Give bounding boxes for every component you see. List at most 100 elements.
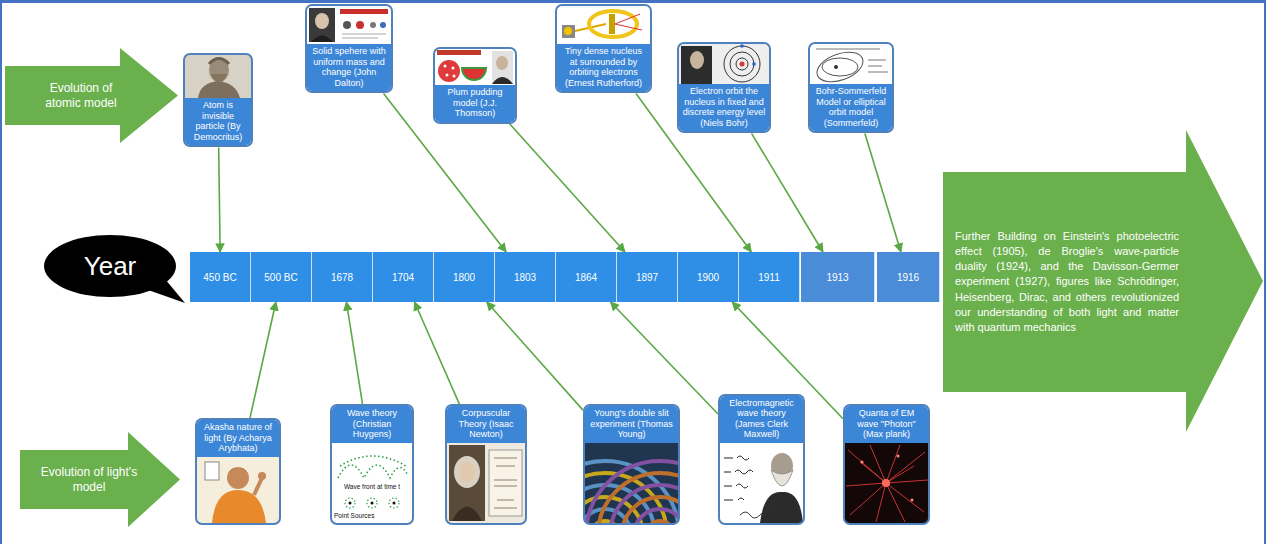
- illustration-part: [452, 507, 482, 522]
- illustration-part: [254, 478, 262, 495]
- node-text: Atom is invisible particle (By Democritu…: [188, 100, 248, 142]
- node-text: 1913: [826, 272, 848, 283]
- illustration-part: [345, 498, 355, 508]
- year-cell: 1678: [312, 252, 373, 302]
- illustration-part: [740, 511, 770, 518]
- illustration-part: [724, 456, 753, 500]
- illustration-part: [197, 457, 279, 523]
- illustration-part: [846, 445, 928, 522]
- illustration-part: [564, 27, 572, 35]
- illustration-part: [868, 60, 888, 72]
- node-text: Akasha nature of light (By Acharya Arybh…: [200, 422, 276, 454]
- illustration-part: [760, 492, 803, 523]
- illustration-part: [681, 46, 712, 84]
- illustration-part: [311, 36, 333, 43]
- card-image-space: [447, 443, 525, 523]
- year-cell: 1911: [739, 252, 800, 302]
- year-cell: 1704: [373, 252, 434, 302]
- figure-label: Point Sources: [334, 512, 394, 519]
- illustration-part: [340, 456, 406, 466]
- illustration-part: [771, 470, 793, 486]
- model-card: Tiny dense nucleus at surrounded by orbi…: [555, 4, 652, 93]
- year-cell: 1864: [556, 252, 617, 302]
- illustration-part: [489, 450, 522, 516]
- year-bubble: Year: [42, 233, 188, 305]
- illustration-part: [834, 65, 838, 69]
- illustration-part: [342, 34, 386, 38]
- node-text: Quanta of EM wave "Photon" (Max plank): [848, 408, 925, 440]
- illustration-part: [557, 6, 650, 44]
- card-image-space: [557, 6, 650, 44]
- illustration-part: [209, 58, 229, 82]
- illustration-part: [380, 22, 386, 28]
- illustration-part: [444, 65, 447, 68]
- newton-portrait: [447, 443, 525, 523]
- illustration-part: [258, 472, 266, 480]
- illustration-part: [589, 11, 637, 37]
- text-holder: 1913: [826, 272, 848, 283]
- node-text: Electromagnetic wave theory (James Clerk…: [723, 398, 800, 440]
- connector-arrow: [752, 133, 823, 252]
- text-holder: Tiny dense nucleus at surrounded by orbi…: [557, 44, 650, 91]
- node-text: 1704: [392, 272, 414, 283]
- card-image-space: [435, 49, 515, 85]
- illustration-part: [453, 75, 456, 78]
- node-text: 1916: [897, 272, 919, 283]
- node-text: Wave theory (Christian Huygens): [335, 408, 409, 440]
- year-cell: 1800: [434, 252, 495, 302]
- illustration-part: [610, 485, 678, 523]
- illustration-part: [349, 502, 352, 505]
- illustration-part: [846, 445, 928, 522]
- text-holder: 1911: [758, 272, 780, 283]
- illustration-part: [437, 50, 481, 55]
- connector-arrow: [414, 302, 459, 404]
- illustration-part: [615, 14, 642, 30]
- card-image-space: [197, 457, 279, 523]
- illustration-part: [720, 443, 803, 523]
- illustration-part: [449, 445, 485, 521]
- year-cell: 1913: [801, 252, 875, 302]
- connector-arrow: [865, 133, 901, 252]
- text-holder: Further Building on Einstein's photoelec…: [955, 229, 1179, 335]
- illustration-part: [338, 465, 408, 478]
- young-interference: [585, 443, 678, 523]
- illustration-part: [911, 499, 914, 502]
- text-holder: 1916: [897, 272, 919, 283]
- illustration-part: [813, 47, 867, 88]
- bubble-body: [44, 235, 176, 297]
- model-card: Quanta of EM wave "Photon" (Max plank): [843, 404, 930, 525]
- illustration-part: [309, 8, 335, 42]
- illustration-part: [622, 497, 678, 523]
- text-holder: 1704: [392, 272, 414, 283]
- text-holder: Atom is invisible particle (By Democritu…: [185, 98, 251, 145]
- model-card: Wave theory (Christian Huygens): [330, 404, 414, 525]
- connector-arrow: [250, 302, 276, 418]
- connector-arrow: [510, 124, 625, 252]
- arrow-fill: [20, 432, 180, 527]
- illustration-part: [646, 521, 674, 523]
- year-cell: 1916: [877, 252, 940, 302]
- card-image-space: [585, 443, 678, 523]
- connector-arrow: [219, 147, 220, 252]
- illustration-part: [822, 58, 858, 76]
- illustration-part: [367, 498, 377, 508]
- model-card: Plum pudding model (J.J. Thomson): [433, 47, 517, 124]
- connector-arrow: [611, 302, 718, 414]
- node-text: Young's double slit experiment (Thomas Y…: [588, 408, 675, 440]
- illustration-part: [724, 46, 760, 82]
- card-image-space: [720, 443, 803, 523]
- node-text: Evolution of light's model: [40, 465, 138, 494]
- illustration-part: [690, 51, 704, 69]
- illustration-part: [446, 74, 449, 77]
- year-cell: 500 BC: [251, 252, 312, 302]
- illustration-part: [211, 74, 227, 83]
- node-text: Corpuscular Theory (Isaac Newton): [450, 408, 522, 440]
- connector-arrow: [487, 302, 583, 410]
- card-image-space: [810, 44, 892, 84]
- text-holder: 450 BC: [203, 272, 236, 283]
- node-text: 1897: [636, 272, 658, 283]
- thomson-model: [435, 49, 515, 85]
- illustration-part: [740, 44, 744, 48]
- text-holder: Evolution of light's model: [40, 465, 138, 494]
